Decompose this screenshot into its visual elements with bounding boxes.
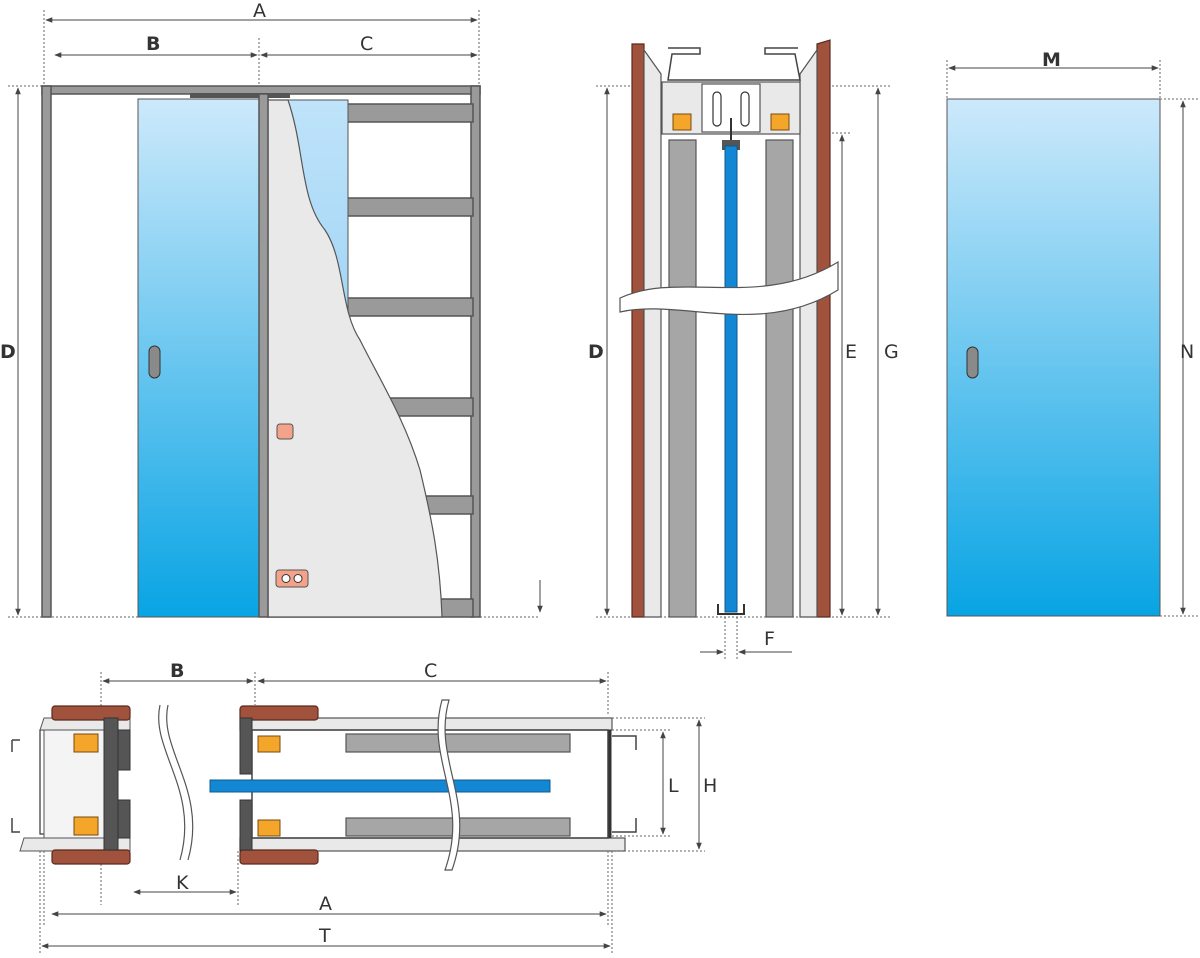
plan-section-view: B C bbox=[11, 660, 717, 955]
label-h: H bbox=[703, 775, 717, 797]
label-a-plan: A bbox=[319, 893, 332, 915]
break-line bbox=[158, 704, 186, 861]
jamb-top-left bbox=[51, 705, 131, 721]
left-end-bracket bbox=[11, 739, 20, 833]
label-d-section: D bbox=[588, 341, 604, 363]
jamb-left bbox=[631, 43, 645, 618]
frame-center-stud bbox=[258, 93, 269, 618]
right-end-bracket bbox=[612, 735, 637, 833]
bracket-right-bottom bbox=[257, 819, 281, 837]
label-c-top: C bbox=[360, 33, 373, 55]
stop-profile-left bbox=[103, 717, 119, 851]
glass-door-section bbox=[724, 145, 738, 613]
frame-header bbox=[41, 85, 481, 95]
label-e: E bbox=[845, 341, 857, 363]
bracket-left bbox=[672, 113, 692, 131]
roller-wheel bbox=[712, 91, 722, 127]
top-track bbox=[190, 93, 290, 98]
label-g: G bbox=[884, 341, 899, 363]
stop-strip bbox=[117, 799, 131, 839]
door-handle-icon bbox=[966, 346, 979, 379]
vertical-section-view: D E G F bbox=[588, 39, 899, 660]
socket-hole bbox=[293, 574, 303, 583]
break-line bbox=[619, 260, 839, 315]
front-view: A B C D bbox=[0, 0, 543, 618]
roller-wheel bbox=[740, 91, 750, 127]
stud-left bbox=[668, 139, 697, 618]
stop-strip bbox=[117, 729, 131, 771]
glass-door-leaf bbox=[946, 98, 1161, 617]
door-top-clamp bbox=[722, 140, 740, 150]
stud-right bbox=[765, 139, 794, 618]
stop-profile-right bbox=[239, 717, 253, 775]
frame-right-jamb bbox=[470, 85, 481, 618]
power-socket-icon bbox=[275, 569, 309, 588]
wall-board-cutaway bbox=[267, 99, 443, 618]
label-n: N bbox=[1180, 341, 1194, 363]
label-t: T bbox=[318, 925, 331, 947]
door-handle-icon bbox=[148, 345, 161, 379]
label-k: K bbox=[176, 872, 189, 894]
label-c-plan: C bbox=[424, 660, 437, 682]
label-a-top: A bbox=[253, 0, 266, 22]
label-b-top: B bbox=[146, 33, 160, 55]
header-profile bbox=[667, 47, 801, 81]
jamb-top-right bbox=[239, 705, 319, 721]
break-line bbox=[166, 704, 194, 861]
label-f: F bbox=[764, 628, 775, 650]
bracket-right-top bbox=[257, 735, 281, 753]
door-leaf-view: M N bbox=[946, 49, 1198, 617]
frame-left-jamb bbox=[41, 85, 52, 618]
stop-profile-right bbox=[239, 799, 253, 851]
label-m: M bbox=[1042, 49, 1061, 71]
board-left bbox=[643, 48, 662, 618]
pocket-board-bottom bbox=[239, 837, 626, 852]
jamb-bottom-right bbox=[239, 849, 319, 865]
bracket-left-bottom bbox=[73, 816, 99, 836]
board-right bbox=[799, 48, 818, 618]
jamb-bottom-left bbox=[51, 849, 131, 865]
floor-guide bbox=[717, 604, 745, 615]
socket-hole bbox=[281, 574, 291, 583]
label-l: L bbox=[668, 775, 679, 797]
bracket-left-top bbox=[73, 733, 99, 753]
label-b-plan: B bbox=[170, 660, 184, 682]
break-line bbox=[437, 699, 461, 871]
stud-top bbox=[345, 733, 571, 753]
light-switch-icon bbox=[276, 423, 294, 440]
label-d-left: D bbox=[0, 341, 16, 363]
jamb-right bbox=[816, 39, 831, 618]
bracket-right bbox=[770, 113, 790, 131]
glass-door-plan bbox=[209, 779, 551, 793]
